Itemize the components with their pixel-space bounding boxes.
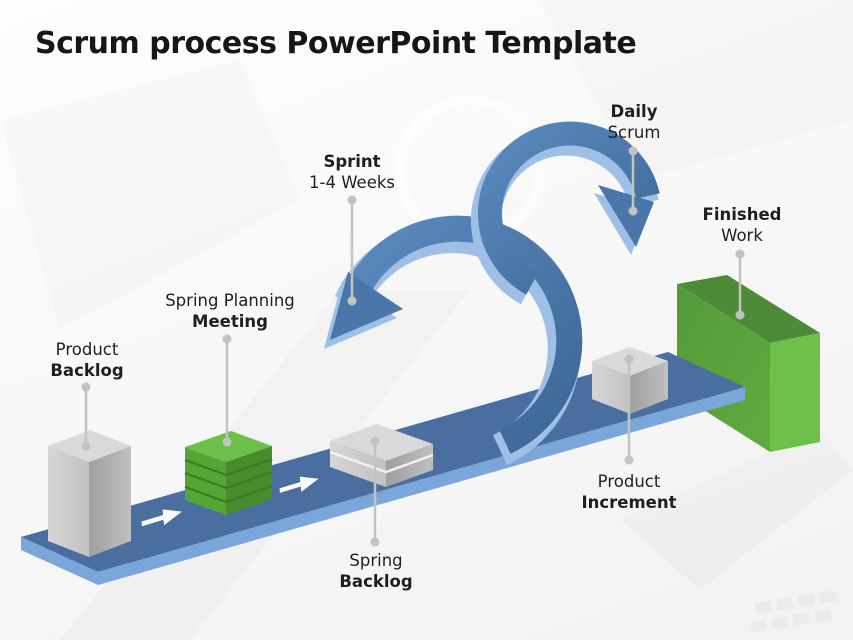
label-product-increment-line2: Increment: [581, 493, 677, 512]
label-sprint-planning: Spring Planning Meeting: [165, 290, 295, 332]
ramp-front-edge: [98, 387, 745, 585]
callout-daily-scrum: [628, 146, 638, 216]
label-product-increment: Product Increment: [581, 471, 676, 513]
label-sprint-line2: 1-4 Weeks: [309, 173, 395, 192]
flow-arrows: [141, 476, 319, 527]
label-daily-scrum-line1: Daily: [610, 102, 658, 121]
spring-backlog-top-face: [330, 424, 433, 461]
callout-sprint-planning: [222, 334, 232, 447]
daily-loop-top: [478, 121, 660, 295]
label-finished-work-line1: Finished: [702, 205, 782, 224]
spring-backlog-block: [329, 424, 434, 487]
label-sprint-planning-line1: Spring Planning: [165, 291, 295, 310]
daily-arrowhead: [598, 185, 654, 247]
product-increment-front-face: [592, 361, 630, 414]
spring-backlog-front-face: [330, 441, 386, 487]
flow-arrow-1: [141, 509, 182, 527]
product-backlog-block: [48, 430, 131, 557]
sprint-planning-stack: [184, 431, 273, 515]
callout-product-increment: [624, 354, 634, 465]
keyboard-keys-watermark: [749, 590, 837, 633]
callout-spring-backlog: [370, 436, 380, 547]
label-product-backlog-line2: Backlog: [50, 361, 124, 380]
callout-connectors: [81, 146, 745, 547]
finished-work-front-face: [677, 284, 770, 452]
label-sprint-planning-line2: Meeting: [192, 312, 268, 331]
finished-work-side-face: [770, 333, 820, 452]
slab-gap-lines: [329, 450, 434, 474]
ramp-left-cap: [21, 537, 98, 585]
label-product-increment-line1: Product: [597, 472, 661, 491]
callout-product-backlog: [81, 382, 91, 451]
label-spring-backlog: Spring Backlog: [339, 550, 412, 592]
label-spring-backlog-line2: Backlog: [339, 572, 413, 591]
slide-title: Scrum process PowerPoint Template: [35, 26, 637, 61]
spring-backlog-side-face: [386, 444, 433, 487]
stack-layer-lines: [184, 458, 273, 504]
sprint-planning-top-face: [185, 431, 272, 462]
product-backlog-front-face: [48, 446, 89, 557]
sprint-loop-top: [343, 215, 583, 454]
product-increment-side-face: [630, 361, 668, 414]
label-finished-work: Finished Work: [703, 204, 782, 246]
label-daily-scrum: Daily Scrum: [608, 101, 661, 143]
label-sprint: Sprint 1-4 Weeks: [309, 151, 395, 193]
label-product-backlog-line1: Product: [55, 340, 119, 359]
product-backlog-side-face: [89, 446, 131, 557]
finished-work-top-face: [677, 275, 820, 343]
sprint-arrowhead: [330, 272, 403, 340]
callout-finished-work: [735, 249, 745, 320]
label-spring-backlog-line1: Spring: [349, 551, 403, 570]
label-daily-scrum-line2: Scrum: [607, 123, 661, 142]
label-sprint-line1: Sprint: [323, 152, 381, 171]
label-product-backlog: Product Backlog: [50, 339, 123, 381]
finished-work-block: [677, 275, 820, 452]
callout-sprint: [347, 195, 357, 306]
flow-arrow-2: [279, 476, 319, 493]
label-finished-work-line2: Work: [721, 226, 763, 245]
